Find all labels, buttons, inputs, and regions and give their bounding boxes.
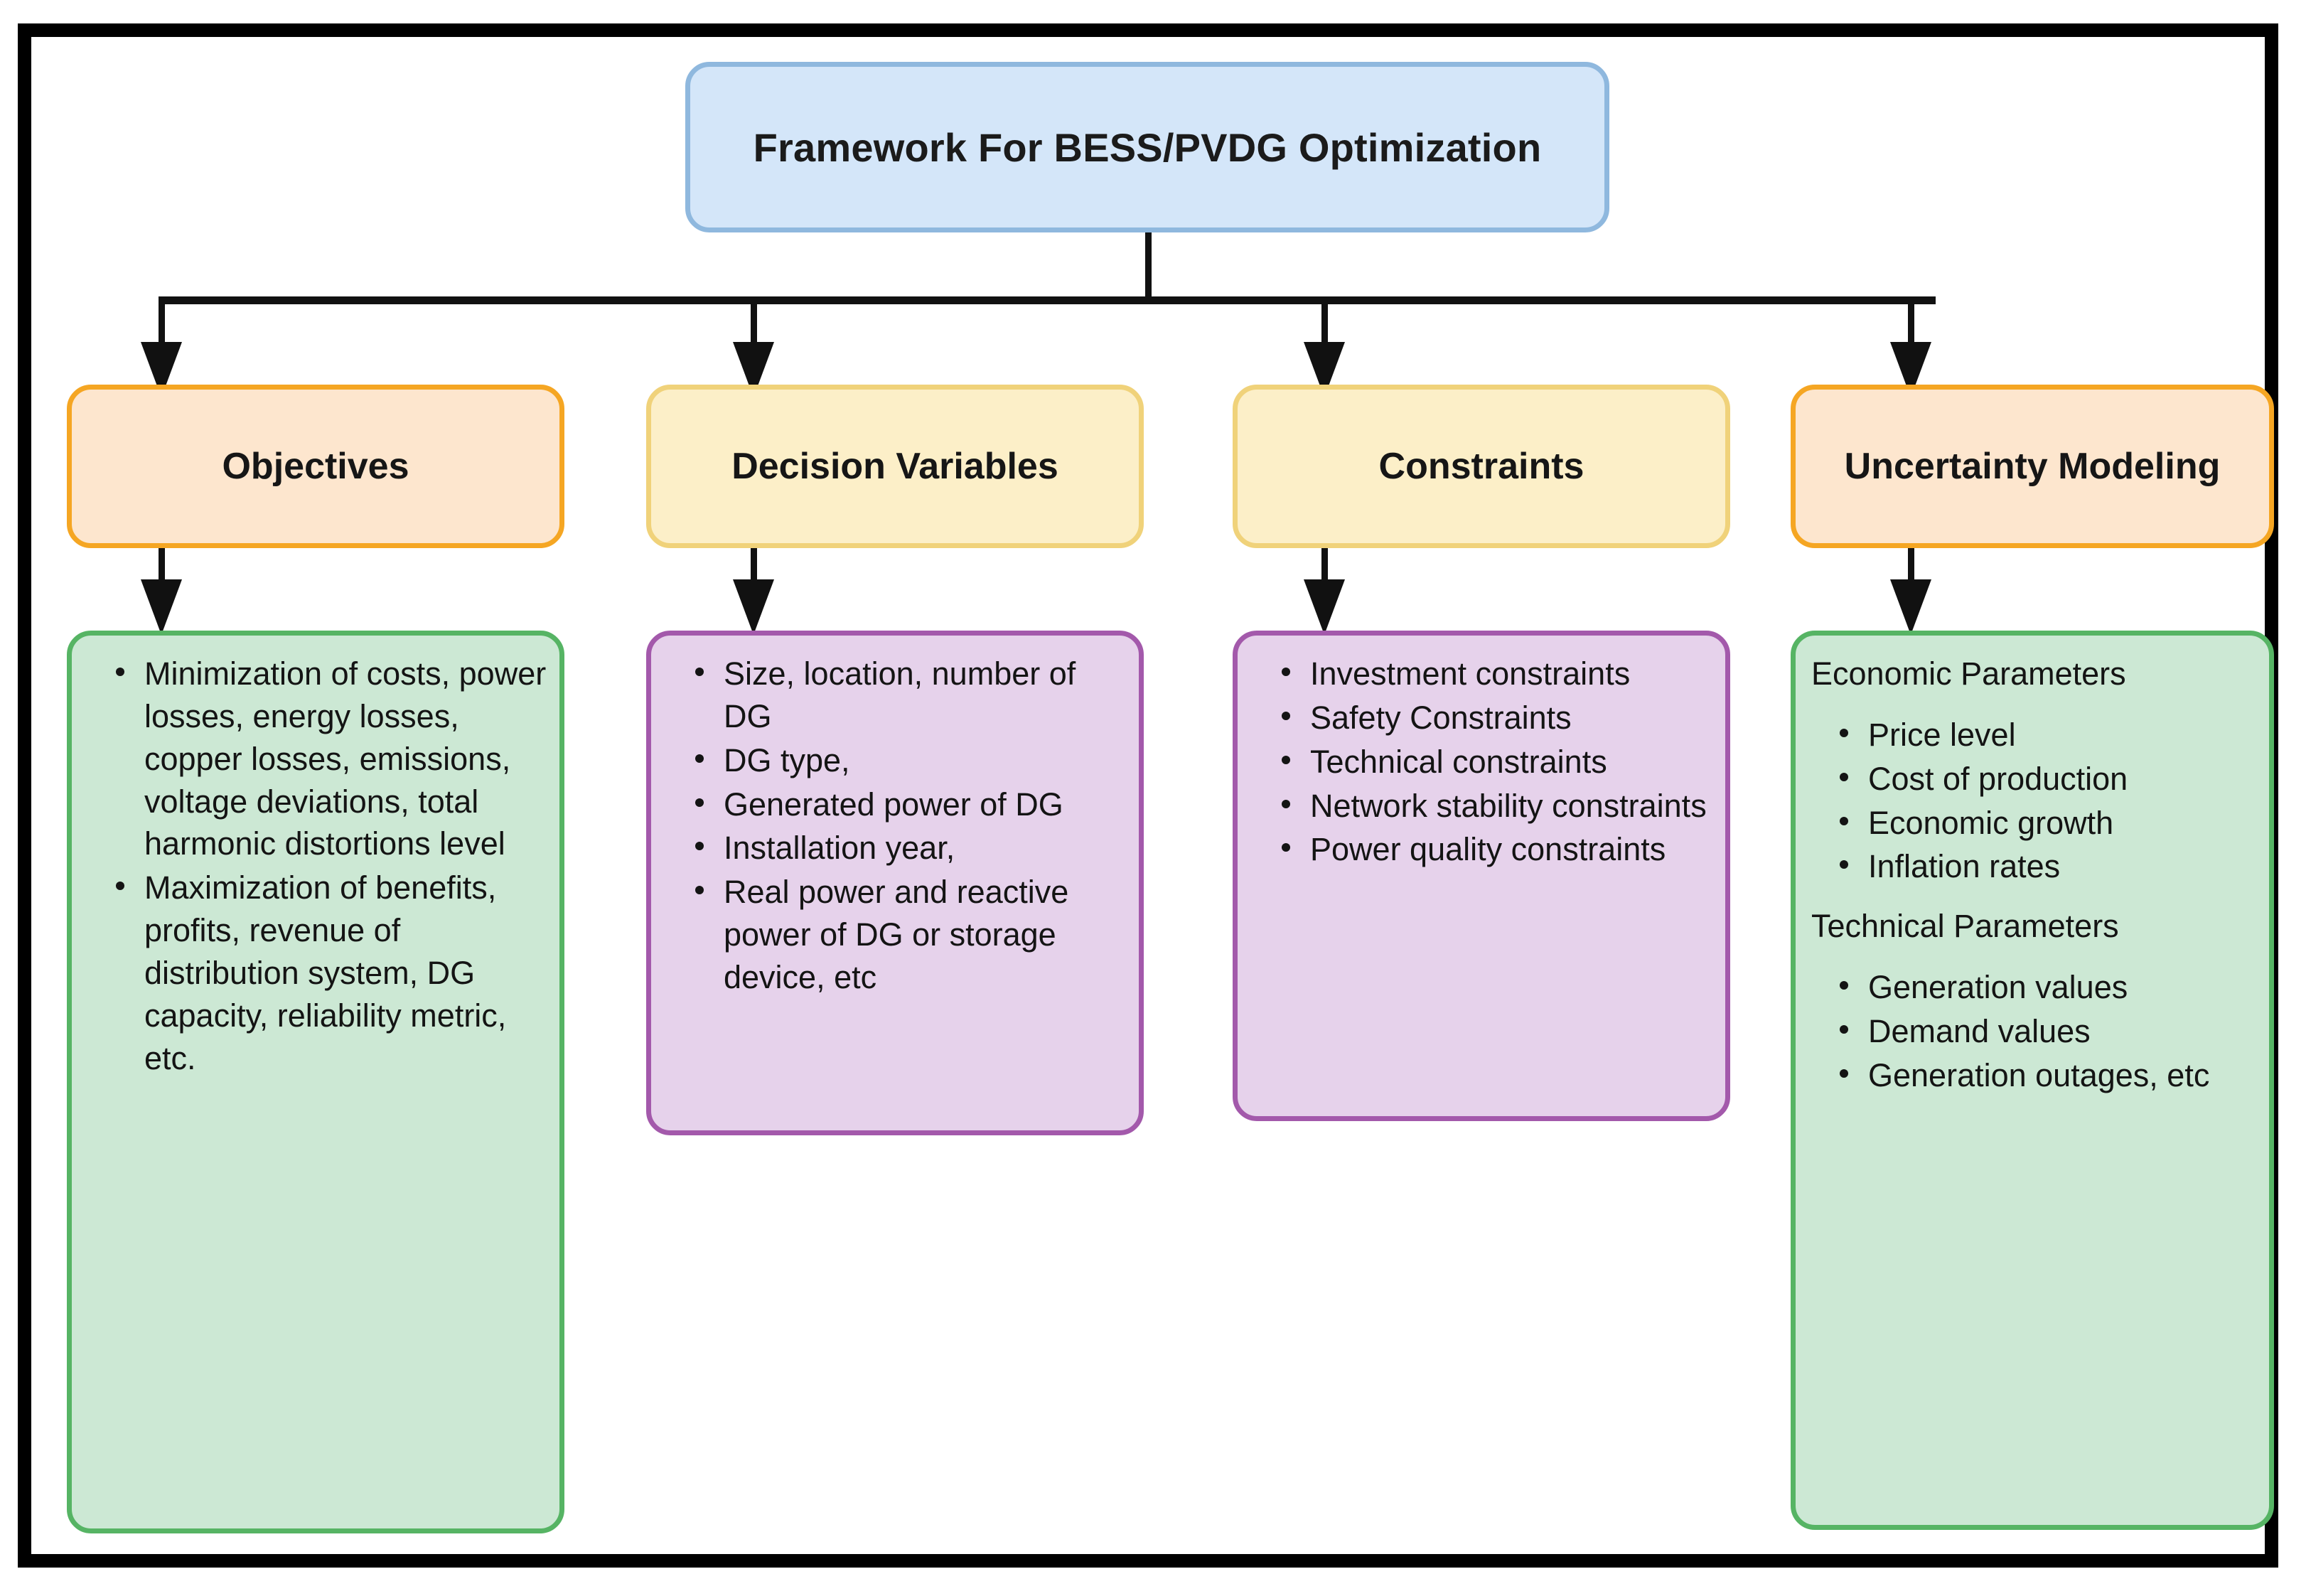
connector-horizontal-bus	[159, 296, 1936, 304]
node-label-objectives: Objectives	[222, 446, 409, 487]
detail-body-constraints: Investment constraints Safety Constraint…	[1238, 636, 1725, 1116]
group-spacer	[1808, 889, 2256, 905]
bullet-list-objectives: Minimization of costs, power losses, ene…	[85, 653, 547, 1081]
list-item: Investment constraints	[1282, 653, 1712, 695]
connector-drop-objectives	[159, 301, 165, 379]
list-item: Installation year,	[695, 827, 1126, 869]
list-item: Generated power of DG	[695, 783, 1126, 826]
list-item: Network stability constraints	[1282, 785, 1712, 828]
bullet-list-decision-variables: Size, location, number of DG DG type, Ge…	[664, 653, 1126, 1000]
list-item: Technical constraints	[1282, 741, 1712, 783]
list-item: Generation outages, etc	[1840, 1054, 2256, 1097]
node-label-framework: Framework For BESS/PVDG Optimization	[753, 124, 1542, 170]
list-item: Safety Constraints	[1282, 697, 1712, 739]
list-item: Real power and reactive power of DG or s…	[695, 871, 1126, 999]
list-item: Inflation rates	[1840, 845, 2256, 888]
node-detail-uncertainty-modeling[interactable]: Economic Parameters Price level Cost of …	[1791, 631, 2274, 1531]
connector-drop-decision-variables-detail	[751, 548, 757, 595]
list-item: DG type,	[695, 739, 1126, 782]
connector-drop-objectives-detail	[159, 548, 165, 595]
arrowhead-to-decision-variables-detail	[733, 579, 774, 635]
node-category-decision-variables[interactable]: Decision Variables	[646, 385, 1144, 549]
node-label-constraints: Constraints	[1378, 446, 1584, 487]
node-label-uncertainty-modeling: Uncertainty Modeling	[1844, 446, 2221, 487]
node-detail-constraints[interactable]: Investment constraints Safety Constraint…	[1233, 631, 1730, 1122]
list-item: Price level	[1840, 714, 2256, 756]
list-item: Cost of production	[1840, 758, 2256, 800]
node-category-uncertainty-modeling[interactable]: Uncertainty Modeling	[1791, 385, 2274, 549]
subheading-economic-parameters: Economic Parameters	[1811, 655, 2126, 692]
connector-drop-uncertainty-modeling	[1908, 301, 1914, 379]
bullet-list-technical-parameters: Generation values Demand values Generati…	[1808, 966, 2256, 1098]
list-item: Maximization of benefits, profits, reven…	[116, 867, 547, 1079]
arrowhead-to-constraints-detail	[1304, 579, 1345, 635]
bullet-list-economic-parameters: Price level Cost of production Economic …	[1808, 714, 2256, 889]
list-item: Power quality constraints	[1282, 828, 1712, 871]
list-item: Size, location, number of DG	[695, 653, 1126, 738]
list-item: Economic growth	[1840, 802, 2256, 845]
node-detail-objectives[interactable]: Minimization of costs, power losses, ene…	[67, 631, 564, 1534]
detail-body-decision-variables: Size, location, number of DG DG type, Ge…	[651, 636, 1139, 1130]
subheading-technical-parameters: Technical Parameters	[1811, 908, 2119, 945]
node-detail-decision-variables[interactable]: Size, location, number of DG DG type, Ge…	[646, 631, 1144, 1136]
connector-drop-constraints-detail	[1321, 548, 1328, 595]
node-label-decision-variables: Decision Variables	[731, 446, 1058, 487]
arrowhead-to-uncertainty-detail	[1890, 579, 1931, 635]
connector-drop-decision-variables	[751, 301, 757, 379]
connector-trunk-vertical	[1145, 232, 1152, 301]
connector-drop-constraints	[1321, 301, 1328, 379]
arrowhead-to-objectives-detail	[141, 579, 182, 635]
detail-body-objectives: Minimization of costs, power losses, ene…	[72, 636, 559, 1528]
diagram-outer-frame: Framework For BESS/PVDG Optimization Obj…	[18, 23, 2278, 1568]
list-item: Demand values	[1840, 1010, 2256, 1053]
list-item: Generation values	[1840, 966, 2256, 1009]
list-item: Minimization of costs, power losses, ene…	[116, 653, 547, 865]
detail-body-uncertainty-modeling: Economic Parameters Price level Cost of …	[1796, 636, 2269, 1525]
bullet-list-constraints: Investment constraints Safety Constraint…	[1250, 653, 1712, 872]
connector-drop-uncertainty-detail	[1908, 548, 1914, 595]
node-category-objectives[interactable]: Objectives	[67, 385, 564, 549]
node-category-constraints[interactable]: Constraints	[1233, 385, 1730, 549]
node-framework-title[interactable]: Framework For BESS/PVDG Optimization	[685, 62, 1609, 233]
